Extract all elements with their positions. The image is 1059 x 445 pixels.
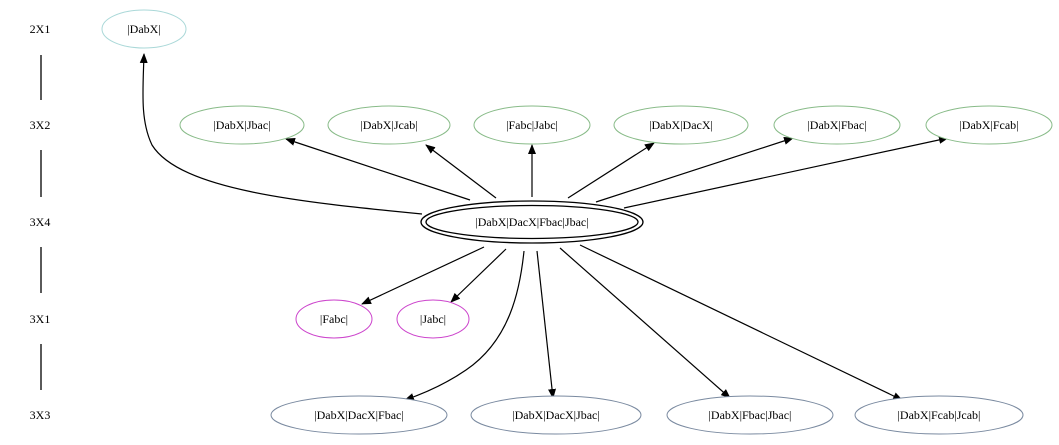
rank-label-r2: 3X2 [30,118,51,132]
node-label: |DabX|DacX|Jbac| [512,408,600,422]
node-label: |Fabc|Jabc| [506,118,558,132]
node-label: |DabX|Fbac| [807,118,866,132]
node-fabc[interactable]: |Fabc| [295,299,373,339]
edge-center-to-dabx-jbac [285,138,471,201]
node-shape [473,105,591,145]
node-shape [179,105,305,145]
edge-center-to-fabc [361,246,485,305]
edge-center-to-dabx-dacx-jbac [536,250,557,399]
node-label: |DabX|Fcab| [959,118,1018,132]
node-label: |DabX|Jbac| [213,118,270,132]
node-shape [270,395,448,435]
edge-center-to-dabx-fcab [623,135,949,209]
rank-axis: 2X1 3X2 3X4 3X1 3X3 [30,22,51,422]
node-label: |DabX|Jcab| [360,118,417,132]
node-shape-outer [420,200,644,244]
node-dabx-jbac[interactable]: |DabX|Jbac| [179,105,305,145]
rank-label-r1: 2X1 [30,22,51,36]
node-center[interactable]: |DabX|DacX|Fbac|Jbac| [420,200,644,244]
node-label: |DabX|DacX|Fbac| [314,408,404,422]
nodes: |DabX| |DabX|Jbac| |DabX|Jcab| |Fabc|Jab… [101,9,1053,435]
node-shape [666,395,834,435]
node-dabx-dacx-jbac[interactable]: |DabX|DacX|Jbac| [470,395,642,435]
edge-center-to-dabx-dacx-fbac [404,250,525,401]
node-label: |DabX|Fcab|Jcab| [898,408,981,422]
node-label: |DabX|DacX| [649,118,713,132]
rank-label-r3: 3X4 [30,215,51,229]
node-dabx[interactable]: |DabX| [101,9,187,49]
edge-center-to-dabx [139,53,423,215]
node-dabx-jcab[interactable]: |DabX|Jcab| [327,105,451,145]
node-dabx-fbac-jbac[interactable]: |DabX|Fbac|Jbac| [666,395,834,435]
node-shape-inner [425,204,639,240]
node-shape [854,395,1024,435]
node-label: |Jabc| [420,312,446,326]
node-shape [101,9,187,49]
edges [139,53,949,401]
node-label: |DabX|DacX|Fbac|Jbac| [475,215,588,229]
node-shape [773,105,901,145]
edge-center-to-dabx-fbac-jbac [559,247,731,399]
rank-label-r5: 3X3 [30,408,51,422]
node-jabc[interactable]: |Jabc| [396,299,470,339]
node-label: |DabX| [127,22,160,36]
edge-center-to-dabx-dacx [567,142,655,199]
node-dabx-fcab-jcab[interactable]: |DabX|Fcab|Jcab| [854,395,1024,435]
node-dabx-fcab[interactable]: |DabX|Fcab| [925,105,1053,145]
edge-center-to-dabx-fbac [595,136,794,203]
edge-center-to-dabx-fcab-jcab [579,244,903,401]
node-shape [327,105,451,145]
node-fabc-jabc[interactable]: |Fabc|Jabc| [473,105,591,145]
node-label: |DabX|Fbac|Jbac| [709,408,792,422]
node-shape [295,299,373,339]
node-dabx-dacx[interactable]: |DabX|DacX| [613,105,749,145]
node-dabx-dacx-fbac[interactable]: |DabX|DacX|Fbac| [270,395,448,435]
node-shape [925,105,1053,145]
edge-center-to-jabc [450,248,507,303]
node-shape [396,299,470,339]
node-shape [613,105,749,145]
rank-label-r4: 3X1 [30,312,51,326]
edge-center-to-dabx-jcab [425,144,497,199]
node-label: |Fabc| [320,312,348,326]
node-dabx-fbac[interactable]: |DabX|Fbac| [773,105,901,145]
node-shape [470,395,642,435]
